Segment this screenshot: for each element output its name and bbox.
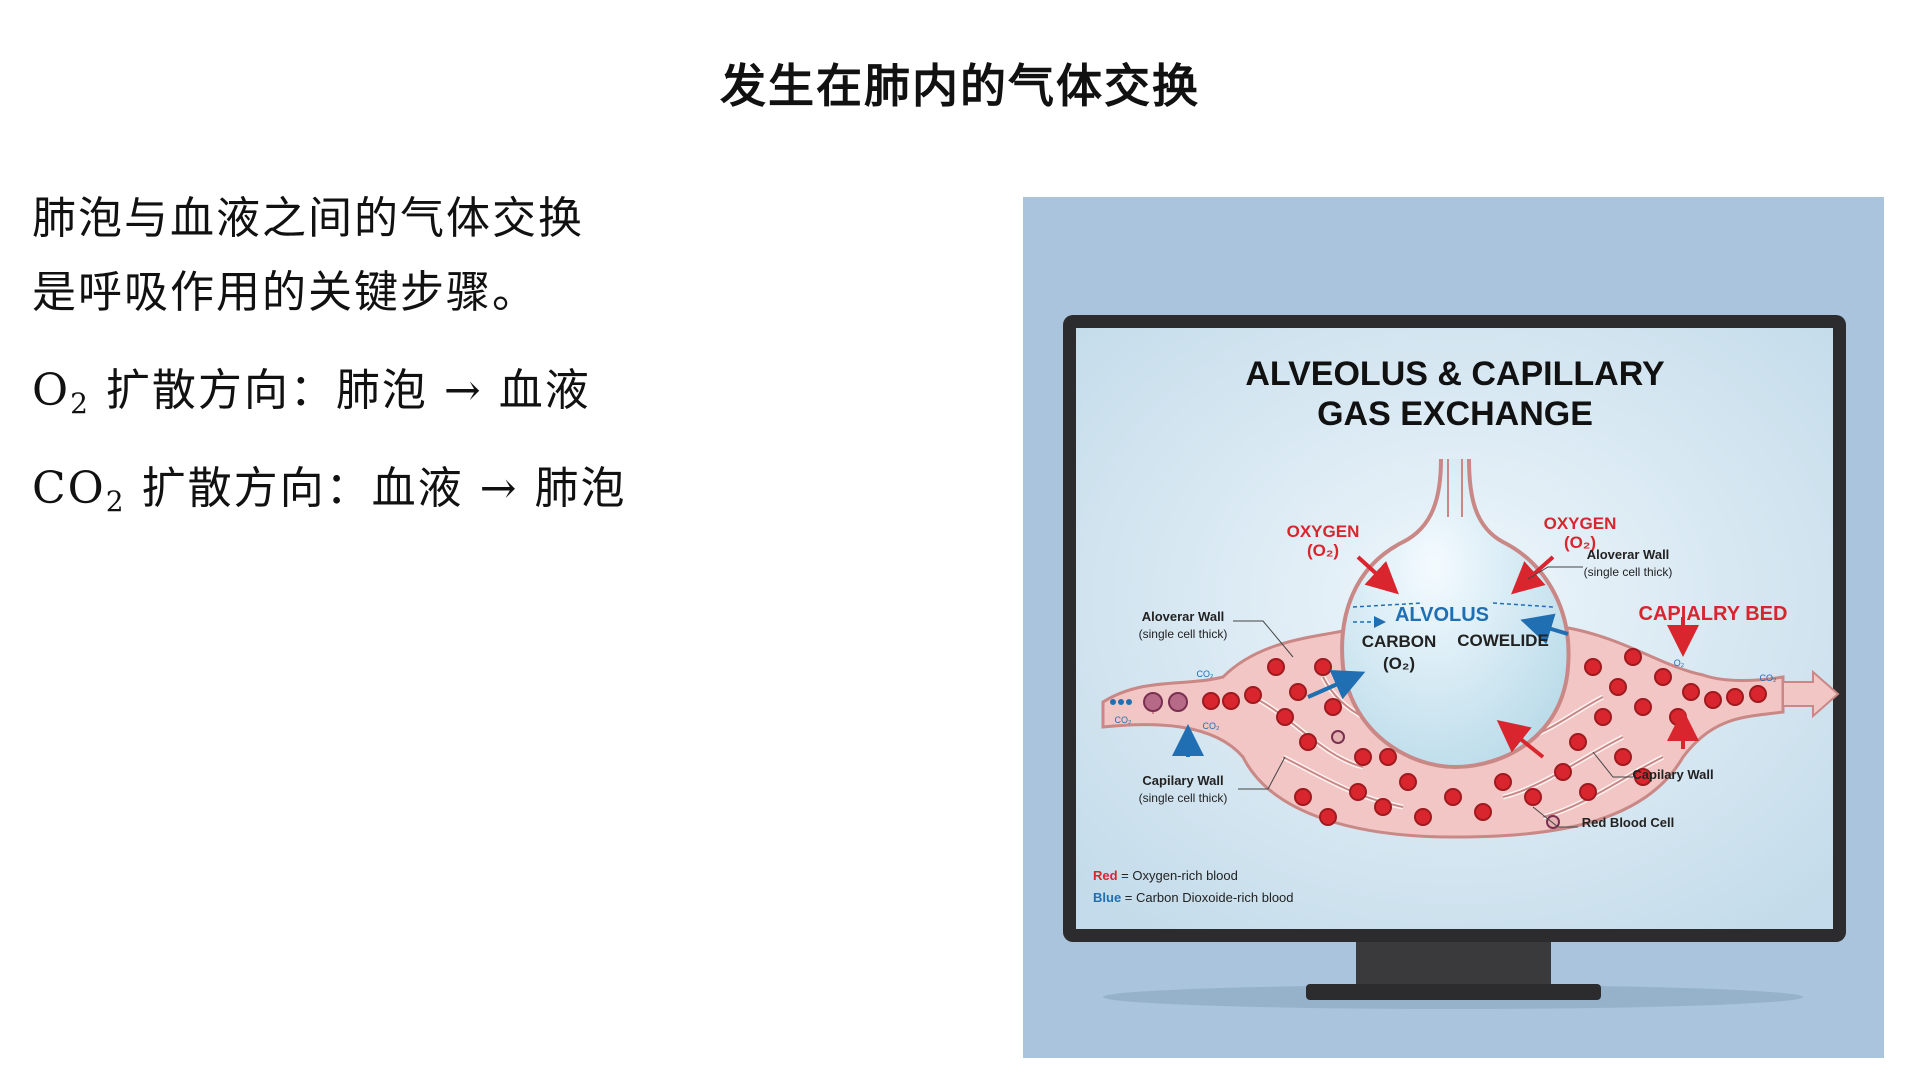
- legend-blue-text: = Carbon Dioxoide-rich blood: [1121, 890, 1293, 905]
- co2-to: 肺泡: [534, 463, 627, 514]
- capillary-wall-right-label: Capilary Wall: [1632, 767, 1713, 782]
- oxygen-label-right: OXYGEN: [1544, 514, 1617, 533]
- alveolus-sac: [1340, 458, 1571, 770]
- legend-blue: Blue = Carbon Dioxoide-rich blood: [1093, 890, 1294, 905]
- co2-direction-label: 扩散方向：: [141, 463, 372, 514]
- cowelide-label: COWELIDE: [1457, 631, 1549, 650]
- right-arrow-icon: →: [479, 463, 519, 514]
- co2-tag-4: CO₂: [1760, 673, 1778, 683]
- red-blood-cell-label: Red Blood Cell: [1582, 815, 1674, 830]
- figure-heading-line-2: GAS EXCHANGE: [1317, 395, 1593, 433]
- legend-red-key: Red: [1093, 868, 1118, 883]
- capillary-bed-label: CAPIALRY BED: [1639, 603, 1788, 625]
- deoxygenated-cells: [1143, 692, 1560, 829]
- alveolar-wall-right-title: Aloverar Wall: [1587, 547, 1670, 562]
- co2-symbol: CO: [32, 463, 106, 514]
- o2-symbol: O: [32, 365, 71, 416]
- alveolar-wall-left-sub: (single cell thick): [1139, 627, 1228, 641]
- alveolus-gas-exchange-figure: ALVEOLUS & CAPILLARY GAS EXCHANGE: [1023, 197, 1884, 1058]
- oxygen-formula-left: (O₂): [1307, 541, 1339, 560]
- carbon-label: CARBON: [1362, 632, 1437, 651]
- alveolus-label: ALVOLUS: [1395, 604, 1489, 626]
- figure-heading-line-1: ALVEOLUS & CAPILLARY: [1245, 355, 1665, 393]
- oxygen-label-left: OXYGEN: [1287, 522, 1360, 541]
- oxygen-arrows: [1356, 555, 1699, 759]
- co2-tag-2: CO₂: [1115, 715, 1133, 725]
- carbon-dioxide-arrows: [1172, 613, 1569, 757]
- intro-line-1: 肺泡与血液之间的气体交换: [32, 193, 584, 244]
- co2-direction-line: CO2 扩散方向：血液 → 肺泡: [32, 452, 626, 539]
- legend-red-text: = Oxygen-rich blood: [1118, 868, 1238, 883]
- red-blood-cells: [1202, 648, 1767, 826]
- co2-from: 血液: [371, 463, 464, 514]
- color-legend: Red = Oxygen-rich blood Blue = Carbon Di…: [1093, 868, 1294, 905]
- intro-line-2: 是呼吸作用的关键步骤。: [32, 267, 538, 318]
- co2-tag-3: CO₂: [1203, 721, 1221, 731]
- o2-to: 血液: [498, 365, 591, 416]
- monitor-neck: [1356, 942, 1551, 988]
- alveolar-wall-left-title: Aloverar Wall: [1142, 609, 1225, 624]
- co2-subscript: 2: [105, 485, 126, 518]
- page-title: 发生在肺内的气体交换: [720, 59, 1200, 113]
- capillary-wall-left-sub: (single cell thick): [1139, 791, 1228, 805]
- o2-subscript: 2: [70, 387, 90, 420]
- co2-particles: [1110, 699, 1132, 705]
- diffusion-dashes: [1352, 602, 1554, 628]
- right-arrow-icon: →: [443, 365, 483, 416]
- legend-blue-key: Blue: [1093, 890, 1121, 905]
- monitor-base: [1306, 984, 1601, 1000]
- o2-tag: O₂: [1674, 658, 1685, 668]
- o2-direction-label: 扩散方向：: [105, 365, 336, 416]
- oxygen-formula-right: (O₂): [1564, 533, 1596, 552]
- capillary-wall-left-title: Capilary Wall: [1142, 773, 1223, 788]
- o2-from: 肺泡: [335, 365, 428, 416]
- leader-lines: [1233, 566, 1633, 828]
- co2-tag-1: CO₂: [1197, 669, 1215, 679]
- carbon-formula: (O₂): [1383, 654, 1415, 673]
- o2-direction-line: O2 扩散方向：肺泡 → 血液: [32, 354, 591, 441]
- legend-red: Red = Oxygen-rich blood: [1093, 868, 1238, 883]
- alveolar-wall-right-sub: (single cell thick): [1584, 565, 1673, 579]
